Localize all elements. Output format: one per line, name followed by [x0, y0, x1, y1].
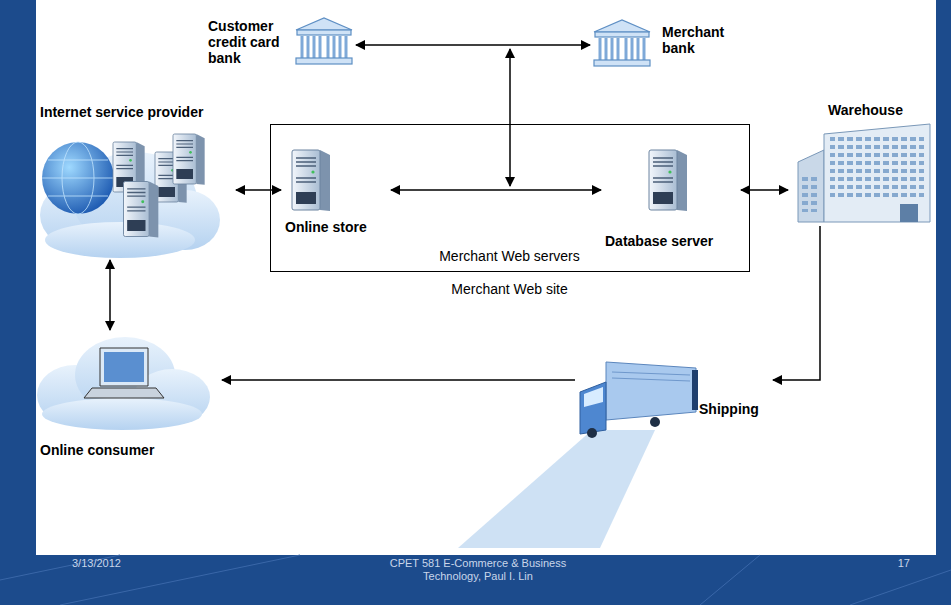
website-box: Merchant Web serversMerchant Web siteOnl… — [270, 124, 750, 272]
consumer-node: Online consumer — [38, 330, 222, 462]
server-node: Online store — [281, 143, 391, 243]
slide-panel — [36, 0, 936, 555]
server-icon — [649, 150, 687, 211]
footer-page-number: 17 — [880, 557, 910, 570]
warehouse-node: Warehouse — [788, 100, 934, 226]
footer-date: 3/13/2012 — [72, 557, 162, 570]
bank-icon — [296, 18, 352, 64]
warehouse-building — [798, 124, 930, 222]
node-label: Warehouse — [828, 102, 932, 118]
node-label: Online consumer — [40, 442, 220, 458]
connector-arrow — [356, 44, 590, 46]
connector-arrow — [741, 189, 788, 191]
connector-arrow — [391, 189, 601, 191]
bank-node: Customer credit card bank — [208, 12, 356, 70]
footer-decoration — [0, 555, 951, 605]
node-label: Online store — [285, 219, 389, 235]
bank-icon — [594, 20, 650, 66]
node-label: Merchant Web site — [390, 281, 630, 297]
payment-link-arrow — [509, 49, 511, 186]
node-label: Internet service provider — [40, 104, 234, 120]
connector-arrow — [222, 379, 575, 381]
node-label: Database server — [605, 233, 739, 249]
connector-arrow — [236, 189, 281, 191]
server-icon — [292, 150, 330, 211]
node-label: Shipping — [699, 401, 771, 417]
server-node: Database server — [601, 143, 741, 255]
isp-cloud — [40, 134, 220, 258]
consumer-cloud — [37, 337, 210, 430]
footer-course: CPET 581 E-Commerce & Business Technolog… — [378, 557, 578, 583]
bank-node: Merchant bank — [590, 16, 744, 70]
delivery-truck — [458, 362, 698, 548]
node-label: Customer credit card bank — [208, 18, 292, 66]
shipping-node: Shipping — [575, 355, 773, 435]
connector-arrow — [109, 260, 111, 330]
isp-node: Internet service provider — [38, 104, 236, 260]
connector-arrow — [773, 226, 820, 380]
node-label: Merchant bank — [662, 24, 742, 56]
node-label: Merchant Web servers — [390, 248, 630, 264]
